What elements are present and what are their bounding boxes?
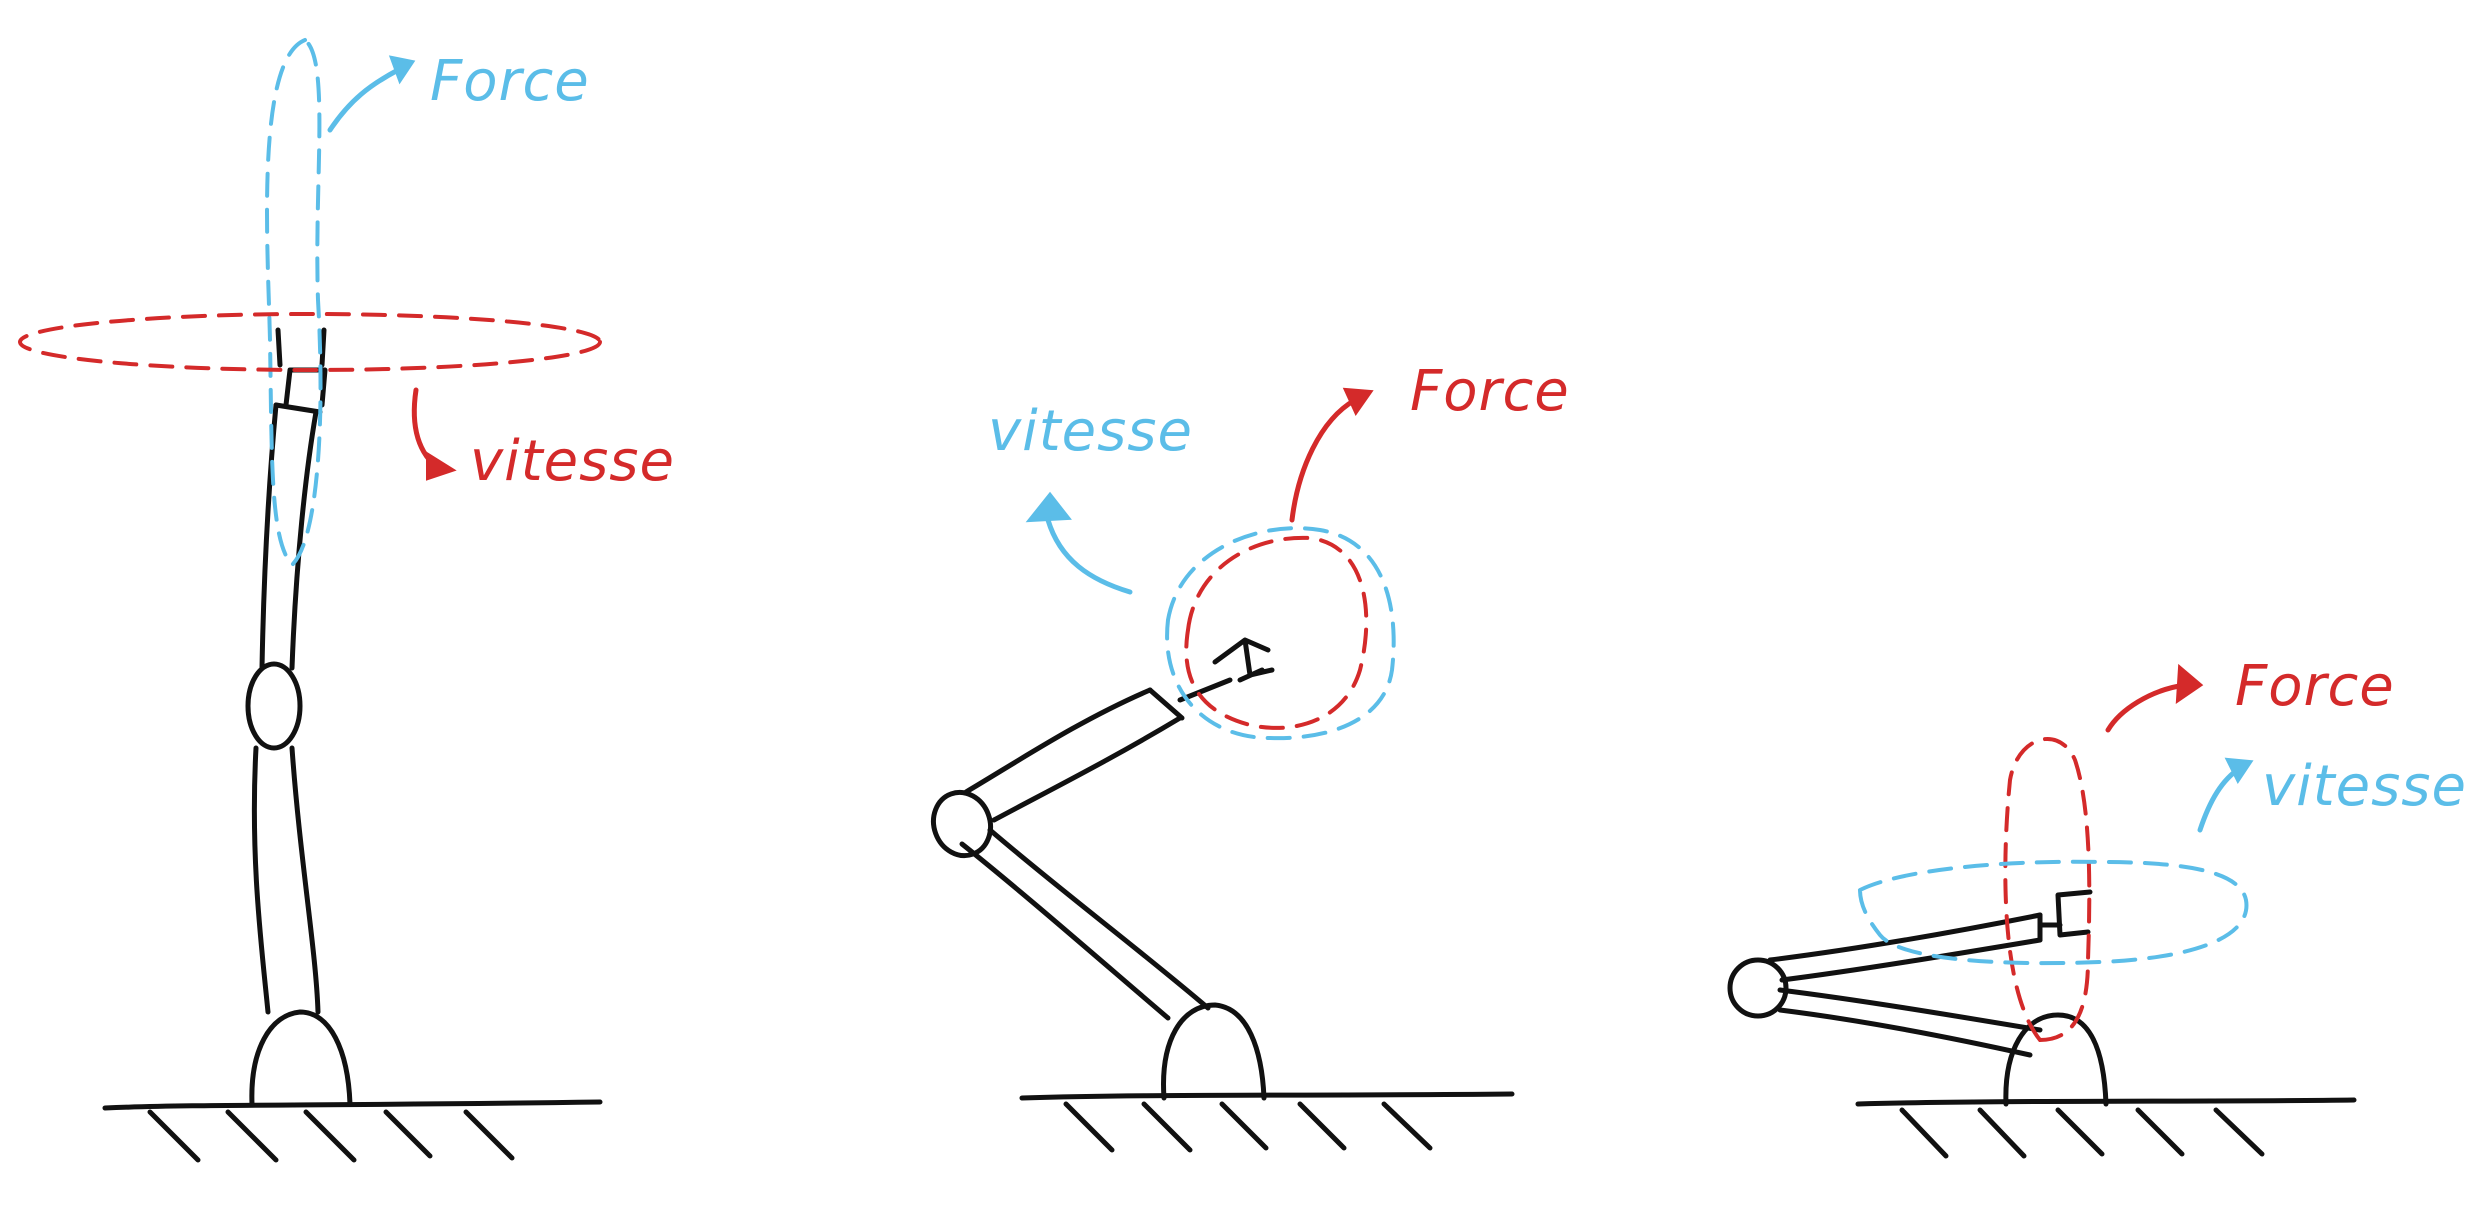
force-envelope-2 — [1184, 535, 1369, 730]
ground-3 — [1855, 1097, 2357, 1159]
vitesse-envelope-2 — [1165, 526, 1396, 741]
base-3 — [2003, 1012, 2109, 1107]
gripper-3 — [2037, 889, 2093, 938]
elbow-joint-3 — [1727, 957, 1789, 1019]
force-label-1: Force — [430, 49, 590, 114]
upper-arm-3 — [1767, 912, 2043, 983]
lower-arm-1 — [251, 745, 321, 1015]
gripper-2 — [1177, 637, 1275, 703]
upper-arm-2 — [963, 687, 1183, 823]
vitesse-envelope-1 — [18, 312, 602, 372]
force-envelope-1 — [265, 37, 323, 568]
vitesse-arrow-3 — [2197, 765, 2243, 833]
vitesse-arrow-2 — [1045, 517, 1133, 595]
force-arrow-2 — [1289, 397, 1358, 523]
upper-arm-1 — [259, 402, 319, 671]
base-2 — [1161, 1002, 1267, 1101]
vitesse-label-2: vitesse — [988, 399, 1193, 464]
robot-2: vitesse Force — [931, 359, 1570, 1153]
base-1 — [249, 1009, 353, 1107]
force-arrow-1 — [327, 67, 401, 133]
vitesse-label-3: vitesse — [2262, 754, 2467, 819]
vitesse-envelope-3 — [1857, 859, 2249, 966]
force-label-2: Force — [1410, 359, 1570, 424]
lower-arm-2 — [959, 827, 1211, 1021]
force-label-3: Force — [2235, 654, 2395, 719]
ground-2 — [1019, 1091, 1515, 1153]
force-envelope-3 — [2003, 736, 2092, 1043]
elbow-joint-2 — [931, 789, 993, 859]
force-arrow-3 — [2105, 682, 2188, 733]
robot-1: Force vitesse — [18, 37, 675, 1163]
ground-1 — [102, 1099, 603, 1163]
elbow-joint-1 — [245, 661, 303, 751]
lower-arm-3 — [1777, 987, 2043, 1058]
vitesse-label-1: vitesse — [470, 429, 675, 494]
robot-3: Force vitesse — [1727, 654, 2467, 1159]
